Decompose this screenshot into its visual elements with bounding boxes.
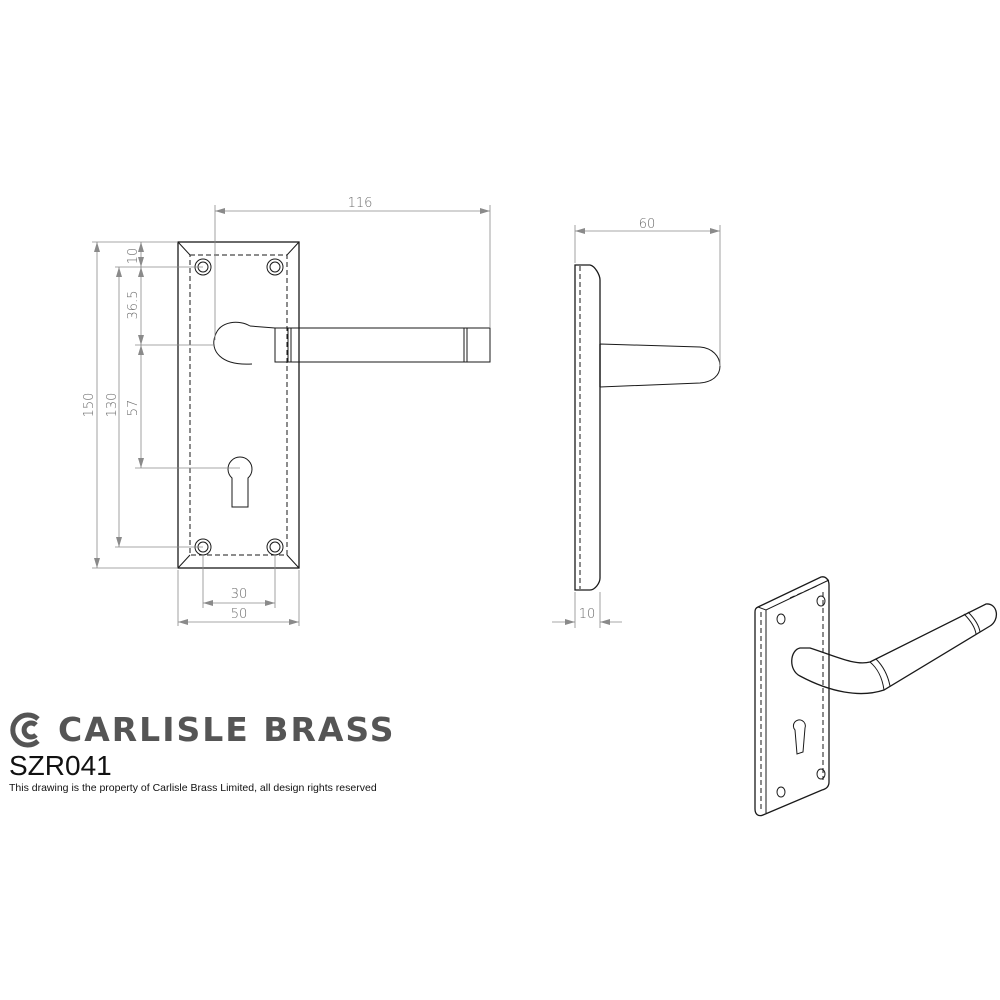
dimension-10-side: 10 [552,592,622,628]
backplate-bevel-line [189,254,288,556]
screw-hole-icon [266,258,284,276]
dimension-label: 150 [82,393,97,418]
dimension-label: 36.5 [126,291,141,320]
copyright-disclaimer: This drawing is the property of Carlisle… [9,782,377,794]
dimension-30: 30 [202,555,276,608]
side-view: 60 10 [552,217,721,628]
keyhole-icon [227,456,253,508]
dimension-60: 60 [574,217,721,366]
lever-handle [249,325,491,363]
dimension-label: 10 [126,248,141,265]
dimension-36-5: 36.5 [126,267,215,346]
lever-handle-iso [791,603,997,695]
lever-side [599,343,721,388]
dimension-label: 116 [348,196,373,211]
backplate-side [574,264,601,591]
dimension-150: 150 [82,241,178,569]
lever-rose [213,321,253,365]
dimension-116: 116 [214,196,491,340]
brand-block: CARLISLE BRASS [8,710,395,749]
dimension-130: 130 [105,266,203,548]
keyhole-icon [792,719,806,755]
dimension-label: 60 [639,217,656,232]
dimension-label: 57 [126,400,141,417]
product-code: SZR041 [9,750,112,781]
dimension-57: 57 [126,345,240,469]
brand-name: CARLISLE BRASS [58,710,396,749]
front-view: 116 150 130 10 36.5 57 [82,196,491,626]
dimension-label: 130 [105,393,120,418]
backplate-outline [177,241,300,569]
carlisle-brass-logo-icon [10,712,40,747]
dimension-label: 10 [579,607,596,622]
screw-hole-icon [266,538,284,556]
dimension-10: 10 [126,242,144,267]
isometric-view [754,576,997,817]
dimension-50: 50 [177,570,300,626]
dimension-label: 50 [231,607,248,622]
dimension-label: 30 [231,587,248,602]
